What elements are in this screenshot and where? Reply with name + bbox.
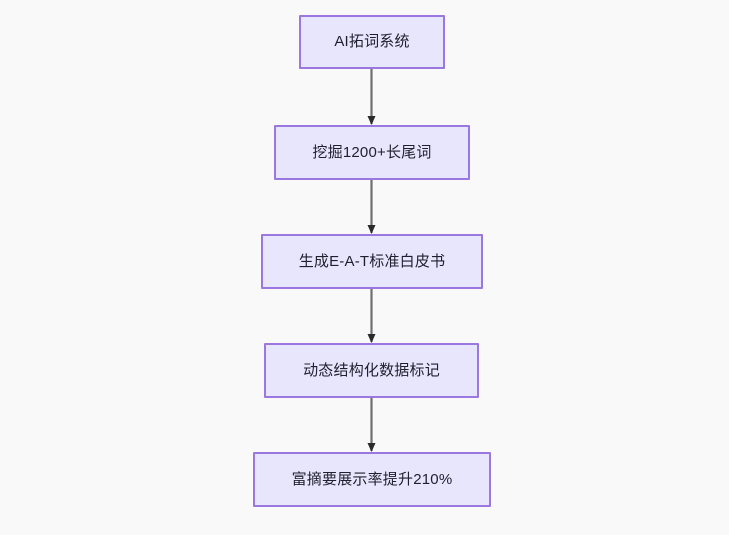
flowchart-node-ai-keyword-system[interactable]: AI拓词系统 <box>299 15 445 69</box>
flowchart-node-dynamic-structured-data-markup[interactable]: 动态结构化数据标记 <box>264 343 479 398</box>
node-label: AI拓词系统 <box>334 33 410 50</box>
flowchart-node-mine-longtail-keywords[interactable]: 挖掘1200+长尾词 <box>274 125 470 180</box>
node-label: 动态结构化数据标记 <box>303 361 440 379</box>
node-label: 富摘要展示率提升210% <box>291 470 453 488</box>
flowchart-node-generate-eat-whitepaper[interactable]: 生成E-A-T标准白皮书 <box>261 234 483 289</box>
node-label: 生成E-A-T标准白皮书 <box>298 252 446 270</box>
flowchart-node-rich-snippet-impression-lift[interactable]: 富摘要展示率提升210% <box>253 452 491 507</box>
node-label: 挖掘1200+长尾词 <box>312 143 432 161</box>
